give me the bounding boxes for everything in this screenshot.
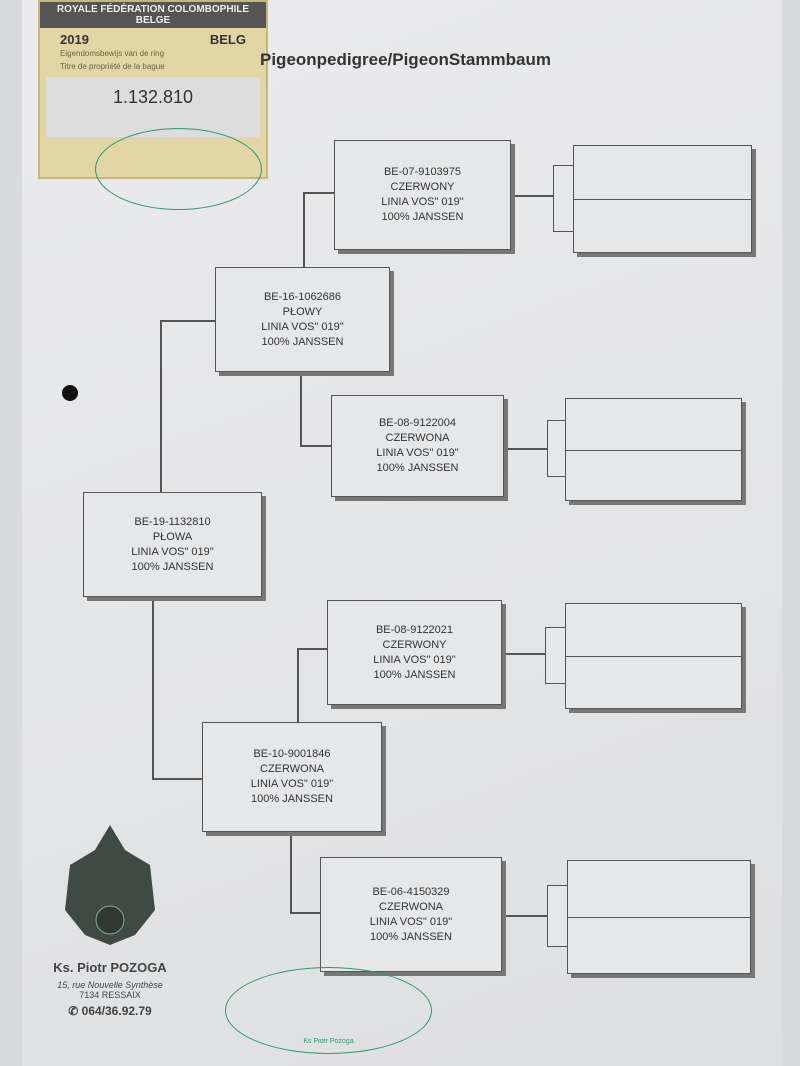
line: LINIA VOS" 019" — [373, 653, 456, 666]
owner-street: 15, rue Nouvelle Synthèse — [57, 980, 163, 990]
ring-ownership-card: ROYALE FÉDÉRATION COLOMBOPHILE BELGE 201… — [38, 0, 268, 179]
empty-ancestor-box — [565, 398, 742, 501]
line: LINIA VOS" 019" — [131, 545, 214, 558]
empty-ancestor-box — [565, 603, 742, 709]
origin: 100% JANSSEN — [370, 930, 452, 943]
origin: 100% JANSSEN — [251, 793, 333, 805]
connector — [303, 192, 305, 267]
connector — [290, 832, 292, 912]
ring-number: BE-16-1062686 — [263, 290, 342, 303]
bracket-box — [547, 420, 567, 477]
color: CZERWONA — [260, 763, 324, 775]
coat-of-arms-logo — [55, 820, 165, 950]
color: CZERWONY — [382, 638, 447, 651]
card-line-1: Eigendomsbewijs van de ring — [60, 49, 165, 58]
color: PŁOWA — [152, 530, 193, 543]
ring-number: BE-08-9122021 — [375, 623, 454, 636]
empty-ancestor-box — [567, 860, 751, 974]
empty-ancestor-box — [573, 145, 752, 253]
connector — [152, 778, 202, 780]
color: CZERWONA — [379, 900, 443, 913]
connector — [297, 648, 299, 722]
owner-phone: 064/36.92.79 — [81, 1004, 152, 1018]
owner-address: Ks. Piotr POZOGA 15, rue Nouvelle Synthè… — [35, 960, 185, 1018]
bracket-box — [545, 627, 567, 684]
punch-hole — [62, 385, 78, 401]
owner-city: 7134 RESSAIX — [79, 990, 141, 1000]
line: LINIA VOS" 019" — [376, 447, 459, 459]
ring-number: BE-08-9122004 — [378, 417, 457, 429]
origin: 100% JANSSEN — [131, 560, 214, 573]
connector — [511, 195, 553, 197]
connector — [504, 448, 547, 450]
connector — [502, 915, 547, 917]
bracket-box — [547, 885, 569, 947]
origin: 100% JANSSEN — [376, 462, 459, 474]
green-stamp-bottom: Ks Piotr Pozoga — [225, 967, 432, 1054]
ring-number: BE-19-1132810 — [134, 515, 211, 528]
line: LINIA VOS" 019" — [250, 778, 334, 790]
ring-number: BE-10-9001846 — [253, 748, 331, 760]
owner-name: Ks. Piotr POZOGA — [53, 960, 167, 975]
page-title: Pigeonpedigree/PigeonStammbaum — [260, 50, 551, 69]
federation-header: ROYALE FÉDÉRATION COLOMBOPHILE BELGE — [40, 2, 266, 28]
connector — [160, 320, 215, 322]
connector — [152, 597, 154, 778]
connector — [297, 648, 327, 650]
connector — [502, 653, 545, 655]
card-year: 2019 — [60, 32, 89, 47]
connector — [300, 372, 302, 445]
connector — [300, 445, 331, 447]
color: PŁOWY — [282, 305, 323, 318]
green-stamp-top — [95, 128, 262, 210]
connector — [160, 320, 162, 492]
origin: 100% JANSSEN — [261, 335, 344, 348]
phone-icon: ✆ — [68, 1004, 82, 1018]
origin: 100% JANSSEN — [373, 668, 456, 681]
color: CZERWONY — [390, 181, 455, 193]
connector — [303, 192, 334, 194]
ring-number: BE-06-4150329 — [372, 885, 450, 898]
connector — [290, 912, 320, 914]
card-line-2: Titre de propriété de la bague — [60, 62, 165, 71]
card-country: BELG — [209, 32, 246, 47]
bracket-box — [553, 165, 575, 232]
line: LINIA VOS" 019" — [369, 915, 453, 928]
line: LINIA VOS" 019" — [261, 320, 344, 333]
stamp-text: Ks Piotr Pozoga — [303, 1038, 354, 1045]
ring-number: BE-07-9103975 — [383, 166, 462, 178]
color: CZERWONA — [385, 432, 450, 444]
line: LINIA VOS" 019" — [381, 196, 464, 208]
origin: 100% JANSSEN — [381, 211, 464, 223]
ring-number: 1.132.810 — [46, 77, 260, 137]
